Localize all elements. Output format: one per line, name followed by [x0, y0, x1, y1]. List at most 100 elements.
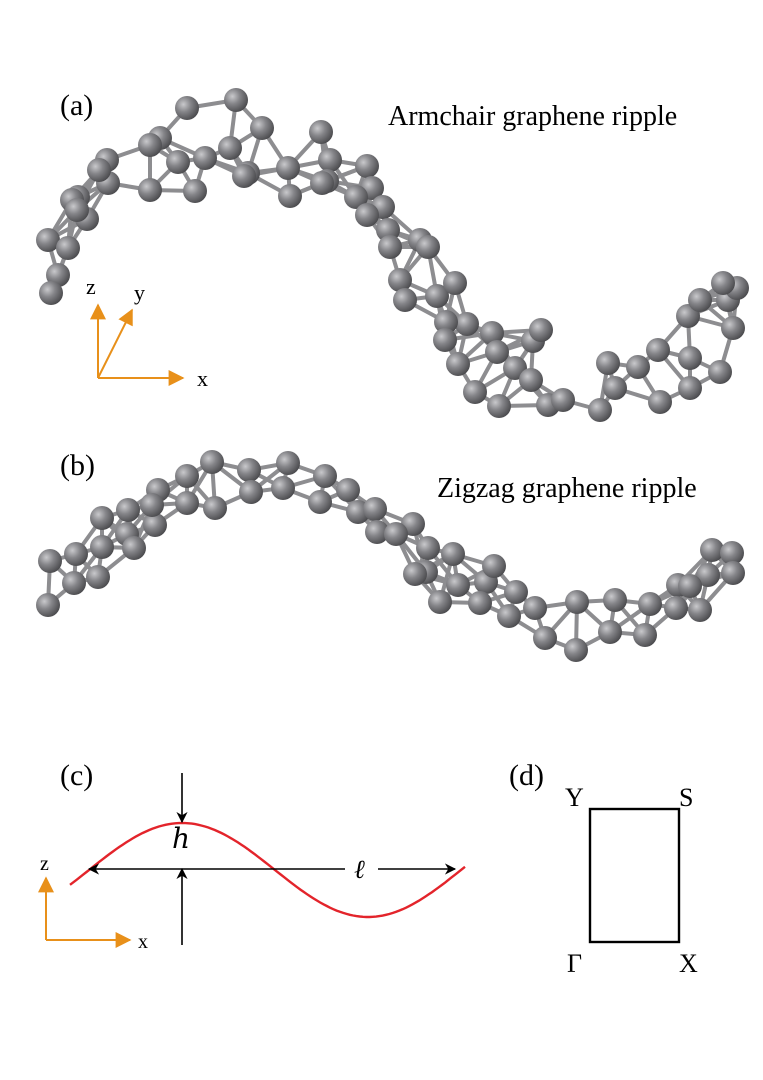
carbon-atom [166, 150, 190, 174]
panel-b-label: (b) [60, 449, 95, 482]
carbon-atom [313, 464, 337, 488]
carbon-atom [425, 284, 449, 308]
carbon-atom [86, 565, 110, 589]
carbon-atom [276, 156, 300, 180]
panel-a: (a) Armchair graphene ripple z y x [36, 88, 749, 422]
carbon-atom [271, 476, 295, 500]
carbon-atom [519, 368, 543, 392]
wavelength-symbol: ℓ [354, 855, 365, 885]
carbon-atom [696, 563, 720, 587]
brillouin-zone-rectangle [588, 807, 681, 944]
carbon-atom [646, 338, 670, 362]
carbon-atom [140, 493, 164, 517]
carbon-atom [551, 388, 575, 412]
panel-b: (b) Zigzag graphene ripple [36, 449, 745, 662]
panel-c-label: (c) [60, 759, 93, 792]
corner-label-s: S [679, 783, 693, 812]
carbon-atom [711, 271, 735, 295]
panel-d-label: (d) [509, 759, 544, 792]
carbon-atom [468, 591, 492, 615]
carbon-atom [564, 638, 588, 662]
carbon-atom [336, 478, 360, 502]
carbon-atom [183, 179, 207, 203]
carbon-atom [529, 318, 553, 342]
carbon-atom [363, 497, 387, 521]
carbon-atom [203, 496, 227, 520]
carbon-atom [193, 146, 217, 170]
carbon-atom [596, 351, 620, 375]
carbon-atom [598, 620, 622, 644]
carbon-atom [565, 590, 589, 614]
carbon-atom [308, 490, 332, 514]
carbon-atom [633, 623, 657, 647]
carbon-atom [446, 573, 470, 597]
carbon-atom [434, 310, 458, 334]
carbon-atom [276, 451, 300, 475]
carbon-atom [232, 164, 256, 188]
carbon-atom [278, 184, 302, 208]
carbon-atom [90, 506, 114, 530]
armchair-ripple-molecule [36, 88, 749, 422]
carbon-atom [485, 340, 509, 364]
carbon-atom [175, 96, 199, 120]
carbon-atom [482, 554, 506, 578]
zigzag-ripple-molecule [36, 450, 745, 662]
carbon-atom [38, 549, 62, 573]
panel-b-title: Zigzag graphene ripple [437, 473, 697, 504]
carbon-atom [504, 580, 528, 604]
carbon-atom [384, 522, 408, 546]
carbon-atom [446, 352, 470, 376]
carbon-atom [344, 185, 368, 209]
panel-c-z-label: z [40, 853, 49, 875]
carbon-atom [403, 562, 427, 586]
carbon-atom [122, 536, 146, 560]
carbon-atom [443, 271, 467, 295]
carbon-atom [480, 321, 504, 345]
carbon-atom [65, 198, 89, 222]
carbon-atom [39, 281, 63, 305]
carbon-atom [200, 450, 224, 474]
carbon-atom [688, 288, 712, 312]
panel-a-title: Armchair graphene ripple [388, 101, 677, 132]
carbon-atom [62, 571, 86, 595]
carbon-atom [497, 604, 521, 628]
carbon-atom [36, 593, 60, 617]
carbon-atom [455, 312, 479, 336]
carbon-atom [318, 148, 342, 172]
carbon-atom [720, 541, 744, 565]
carbon-atom [138, 178, 162, 202]
carbon-atom [721, 316, 745, 340]
y-axis-label: y [134, 280, 145, 305]
carbon-atom [378, 235, 402, 259]
carbon-atom [355, 203, 379, 227]
x-axis-label: x [197, 366, 208, 391]
panel-a-axes: z y x [86, 274, 208, 391]
carbon-atom [638, 592, 662, 616]
carbon-atom [224, 88, 248, 112]
amplitude-symbol: h [172, 822, 190, 855]
carbon-atom [523, 596, 547, 620]
y-axis-arrow [97, 308, 133, 379]
carbon-atom [87, 158, 111, 182]
carbon-atom [175, 491, 199, 515]
corner-label-y: Y [565, 783, 584, 812]
corner-label-gamma: Γ [567, 949, 582, 978]
carbon-atom [603, 588, 627, 612]
carbon-atom [393, 288, 417, 312]
carbon-atom [648, 390, 672, 414]
carbon-atom [416, 235, 440, 259]
carbon-atom [175, 464, 199, 488]
carbon-atom [533, 626, 557, 650]
carbon-atom [441, 542, 465, 566]
z-axis-label: z [86, 274, 96, 299]
carbon-atom [487, 394, 511, 418]
carbon-atom [388, 268, 412, 292]
panel-c-x-label: x [138, 931, 148, 953]
carbon-atom [250, 116, 274, 140]
carbon-atom [218, 136, 242, 160]
corner-label-x: X [679, 949, 698, 978]
panel-c: (c) h ℓ z x [38, 759, 466, 953]
carbon-atom [138, 133, 162, 157]
carbon-atom [588, 398, 612, 422]
